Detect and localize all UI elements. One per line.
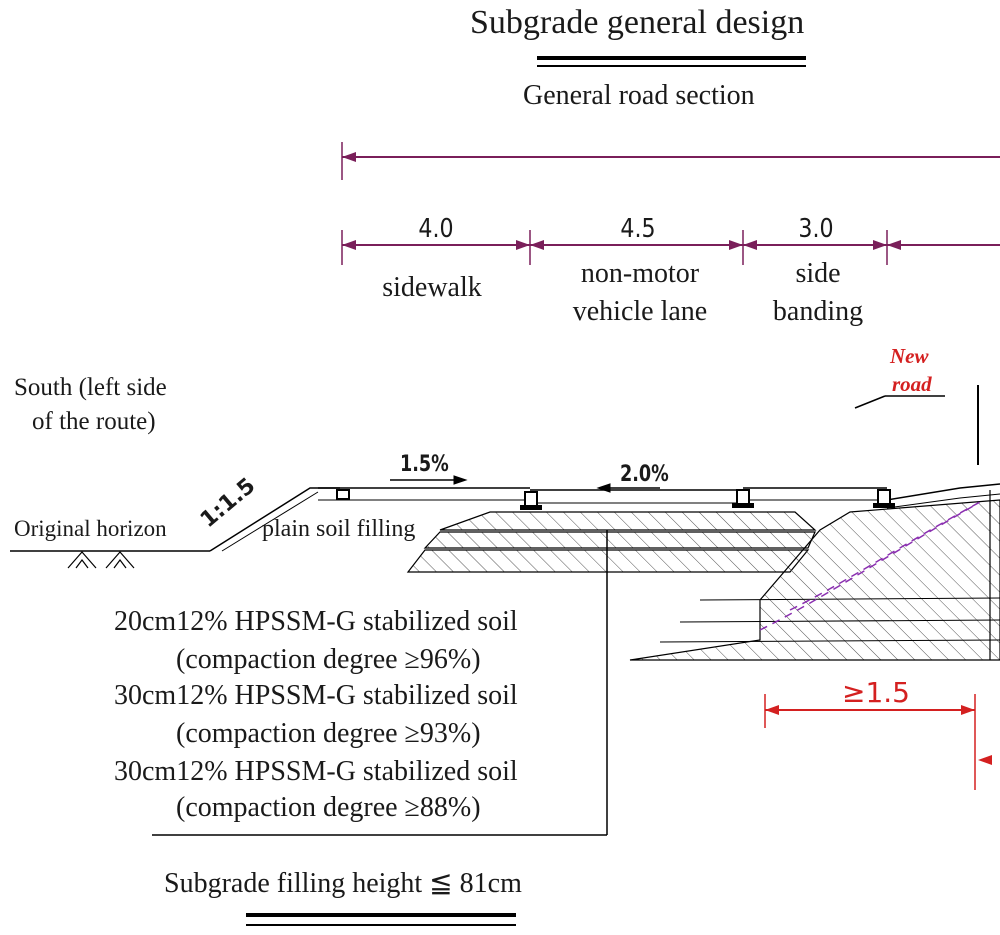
dimension-value-nonmotor: 4.5 (620, 214, 656, 244)
slope-right-label: 2.0% (620, 462, 669, 487)
page-subtitle: General road section (523, 80, 755, 111)
plain-soil-label: plain soil filling (262, 516, 416, 542)
step-width-dimension (764, 694, 992, 790)
slope-left-label: 1.5% (400, 452, 449, 477)
segment-label-nonmotor-line1: non-motor (580, 258, 700, 289)
step-width-label: ≥1.5 (842, 676, 910, 709)
south-label-line1: South (left side (14, 374, 167, 401)
stabilized-soil-layers (406, 511, 817, 573)
filling-height-label: Subgrade filling height ≦ 81cm (164, 868, 522, 899)
title-underline (537, 56, 806, 67)
layer-2-spec: 30cm12% HPSSM-G stabilized soil (114, 680, 518, 711)
layer-2-compaction: (compaction degree ≥93%) (176, 718, 481, 749)
layer-3-compaction: (compaction degree ≥88%) (176, 792, 481, 823)
dimension-value-sidewalk: 4.0 (418, 214, 454, 244)
road-surface (318, 483, 1000, 509)
new-road-label-line1: New (890, 344, 929, 368)
embankment-right (629, 490, 1000, 661)
page-title: Subgrade general design (470, 4, 805, 41)
segment-label-side-line2: banding (772, 296, 864, 327)
curbs (336, 489, 895, 510)
south-label-line2: of the route) (32, 408, 156, 435)
layer-callout-leader (152, 530, 608, 836)
new-road-label-line2: road (892, 372, 932, 396)
layer-1-spec: 20cm12% HPSSM-G stabilized soil (114, 606, 518, 637)
dimension-value-side-banding: 3.0 (798, 214, 834, 244)
layer-1-compaction: (compaction degree ≥96%) (176, 644, 481, 675)
segment-label-sidewalk: sidewalk (382, 272, 482, 303)
slope-arrows (390, 475, 660, 493)
segment-label-nonmotor-line2: vehicle lane (572, 296, 708, 327)
segment-label-side-line1: side (795, 258, 841, 289)
layer-3-spec: 30cm12% HPSSM-G stabilized soil (114, 756, 518, 787)
filling-height-underline (246, 913, 516, 926)
original-horizon-label: Original horizon (14, 516, 167, 541)
segment-dimension-line (341, 230, 1000, 265)
overall-width-dimension (341, 142, 1000, 180)
new-road-marker (854, 385, 979, 465)
